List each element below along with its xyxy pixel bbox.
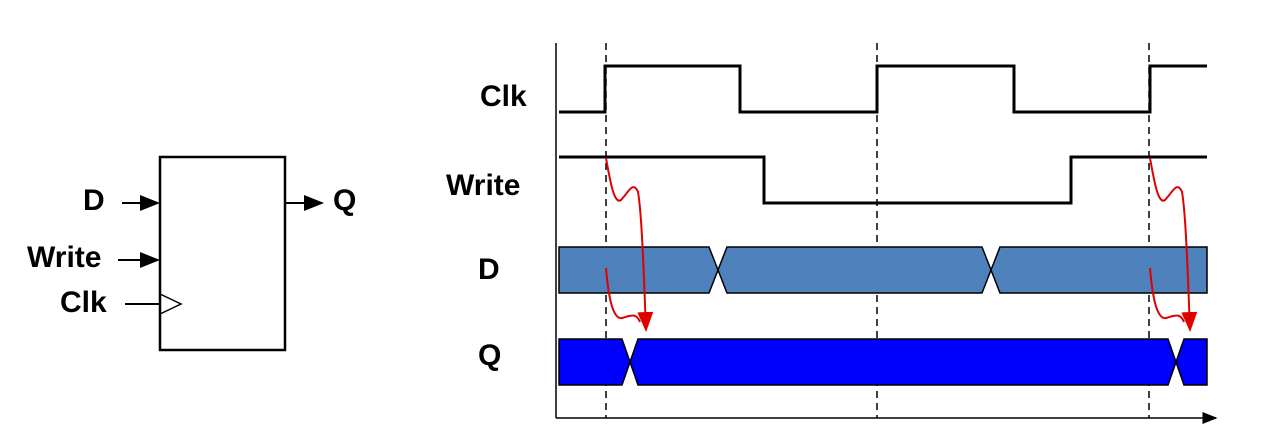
q-bus-waveform — [558, 338, 1208, 386]
write-to-q-arrow — [1149, 157, 1198, 332]
signal-label-q: Q — [478, 339, 501, 372]
signal-label-clk: Clk — [480, 80, 527, 113]
register-box — [158, 155, 287, 352]
input-write-label: Write — [27, 241, 101, 274]
signal-label-write: Write — [446, 169, 520, 202]
input-d-label: D — [83, 184, 105, 217]
d-bus-segment — [558, 246, 719, 294]
q-bus-segment — [629, 338, 1177, 386]
q-bus-segment — [1175, 338, 1208, 386]
d-to-q-arrow — [605, 267, 641, 323]
input-clk-label: Clk — [60, 286, 107, 319]
write-waveform — [559, 155, 1207, 205]
clock-triangle-icon — [159, 293, 183, 315]
d-bus-segment — [717, 246, 992, 294]
signal-label-d: D — [478, 253, 500, 286]
q-bus-segment — [558, 338, 631, 386]
timing-diagram: Clk Write D Q — [446, 43, 1218, 424]
d-bus-segment — [990, 246, 1208, 294]
clk-waveform — [559, 64, 1207, 114]
write-to-q-arrow — [605, 157, 654, 332]
output-q-label: Q — [333, 184, 356, 217]
register-block: D Write Clk Q — [27, 155, 356, 352]
d-bus-waveform — [558, 246, 1208, 294]
causality-arrows — [605, 157, 1198, 332]
d-to-q-arrow — [1149, 267, 1185, 323]
